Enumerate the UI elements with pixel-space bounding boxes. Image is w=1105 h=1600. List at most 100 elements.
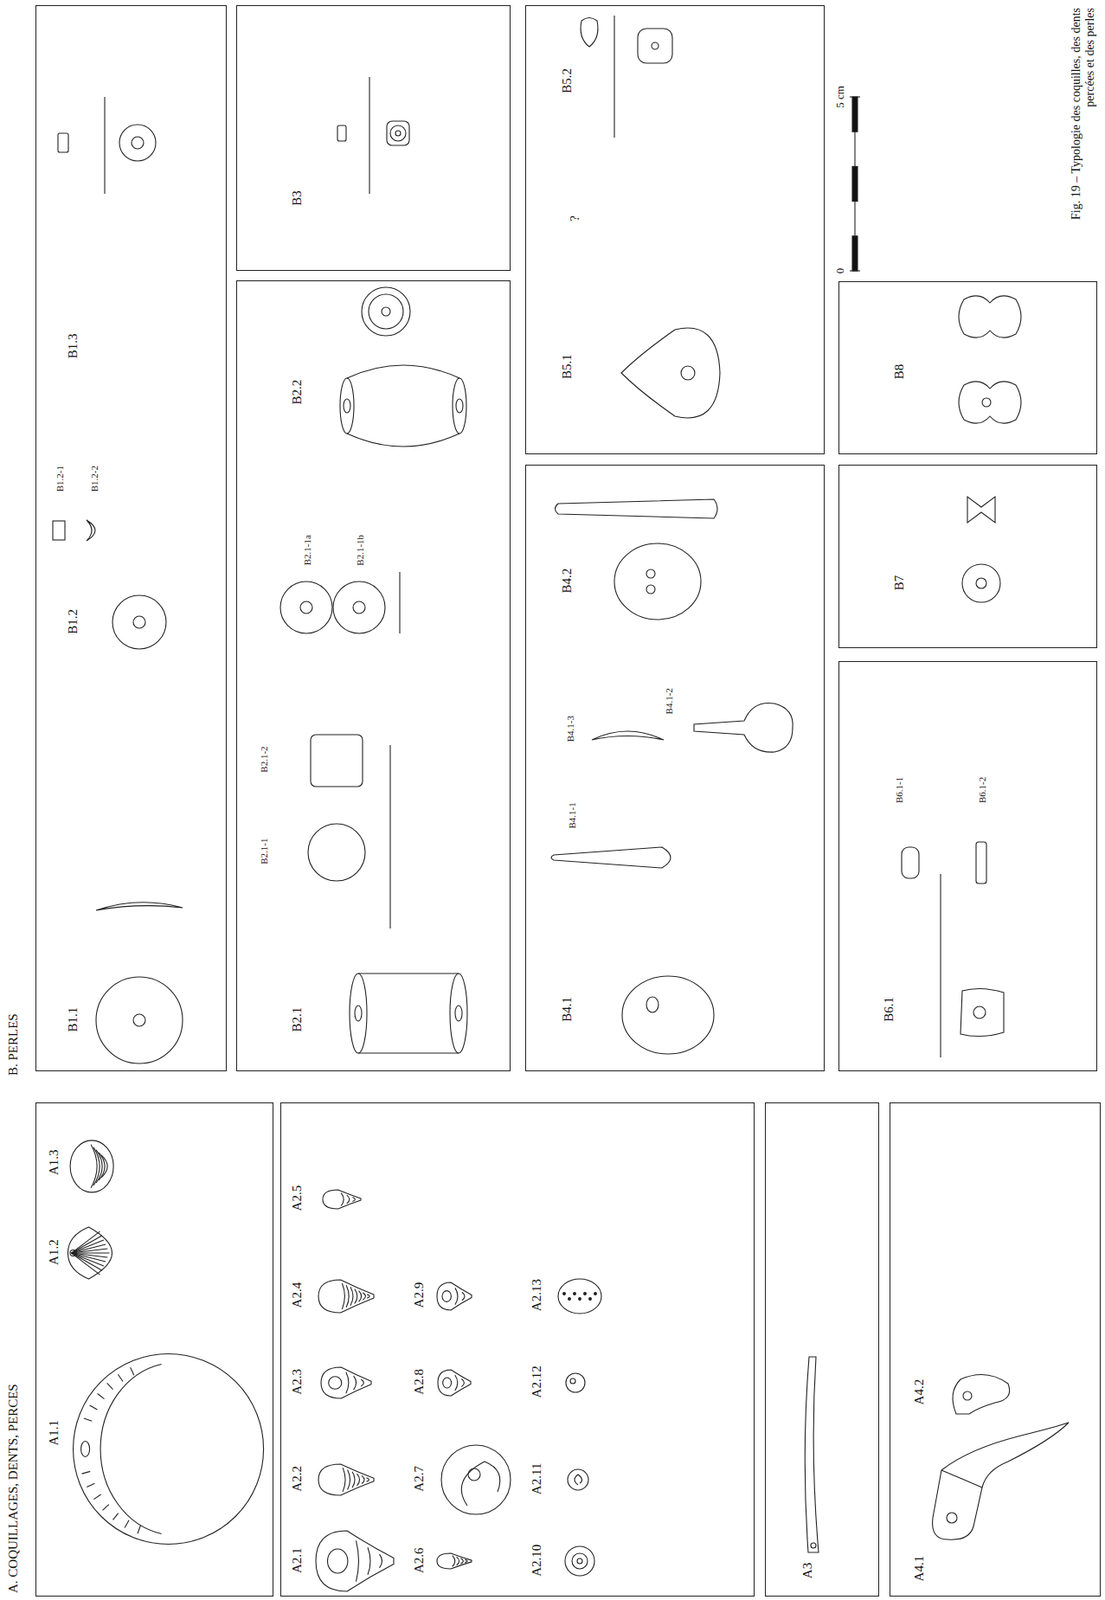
section-line [368,77,370,194]
type-label: A3 [800,1562,814,1579]
perforation [646,996,659,1013]
cowrie-tooth [573,1292,577,1296]
type-label: A2.2 [289,1465,303,1492]
type-label: B6.1 [881,996,895,1022]
section-line [389,745,391,929]
ring-shell-tooth [97,1393,105,1399]
cockle-rib [101,1155,108,1178]
scallop-rib [70,1252,108,1258]
bead-profile [901,847,919,879]
pendant-bead [614,543,701,620]
square-bead [386,121,410,146]
cylinder-bead-end [349,973,367,1054]
small-shell-whorl [455,1287,458,1305]
scale-bar-tick [849,96,861,97]
type-label: B4.1 [560,996,574,1022]
type-label: A2.3 [289,1368,303,1395]
cone-shell [322,1189,361,1209]
type-label: B2.1-1b [355,534,366,566]
scallop-rib [70,1239,103,1253]
small-shell [565,1373,585,1393]
scale-label: 5 cm [834,85,846,109]
perforation [353,601,366,614]
cone-shell-whorl [366,1477,370,1483]
section-line [103,96,105,194]
type-label: A2.8 [412,1368,426,1395]
perforation [680,366,695,380]
cone-shell-whorl [353,1375,357,1390]
disc-bead [333,581,386,634]
type-label: B6.1-2 [977,777,988,804]
trapezoid-bead [960,988,1004,1036]
type-label: B4.1-2 [664,687,675,714]
disc-bead [112,595,167,649]
cone-shell-whorl [346,1194,350,1204]
pendant-profile [693,702,793,752]
cylinder-bead-end [449,973,468,1054]
scallop-rib [70,1231,100,1253]
cone-shell [318,1464,374,1496]
cone-shell [436,1553,472,1569]
cowrie-tooth [589,1297,592,1301]
ring-shell-tooth [124,1520,129,1529]
barrel-bead-end [452,378,467,434]
cone-shell [321,1367,372,1399]
perforation [381,307,391,316]
type-label: B1.3 [65,334,79,360]
disc-bead [96,976,183,1064]
cone-shell-whorl [340,1193,344,1207]
cone-shell-whorl [352,1471,355,1489]
type-panel: B1.1B1.2B1.2-1B1.2-2B1.3 [35,5,227,1072]
type-label: A2.7 [412,1465,426,1492]
section-line [939,873,941,1058]
pendant-profile [551,847,671,868]
cone-shell-whorl [341,1283,345,1310]
small-tooth [952,1374,1010,1414]
canine-tooth [932,1422,1069,1540]
type-label: A1.1 [47,1419,61,1446]
cowrie-tooth [578,1297,582,1301]
perforation [646,584,656,594]
type-label: B3 [289,190,303,206]
type-label: A2.1 [289,1547,303,1574]
small-shell [437,1369,471,1396]
type-label: A2.13 [530,1278,544,1311]
type-panel: B2.1B2.1-1B2.1-2B2.1-1aB2.1-1bB2.2 [236,280,511,1072]
type-label: B2.1-1 [259,838,270,865]
cone-shell-whorl [456,1556,460,1566]
perforation [963,1391,972,1401]
cone-shell-whorl [347,1469,351,1490]
disc-bead [119,124,156,161]
canine-enamel-line [941,1470,983,1488]
drop-bead [637,28,673,64]
type-panel: B5.1?B5.2 [525,5,825,455]
cowrie-tooth [563,1292,566,1296]
ring-shell-tooth [113,1513,119,1521]
dumbbell-bead [958,295,1022,338]
scallop-rib [70,1252,102,1271]
cone-shell-whorl [361,1475,365,1484]
small-shell-whorl [462,1291,465,1301]
section-heading: A. COQUILLAGES, DENTS, PERCES [6,1383,20,1594]
whelk-shell-whorl [367,1547,371,1575]
perforation [973,1006,986,1019]
section-heading: B. PERLES [6,1013,20,1076]
whelk-shell-whorl [379,1554,383,1568]
perforation [946,1512,958,1523]
type-label: A2.6 [412,1547,426,1574]
perforation [70,1250,77,1257]
scale-bar-segment [852,96,858,132]
cone-shell-whorl [346,1372,349,1394]
type-label: B2.1-2 [259,745,270,772]
scale-bar-segment [852,236,858,271]
type-label: B1.2 [65,609,79,635]
perforation [577,1558,583,1564]
disc-shell-ring [571,1553,588,1569]
cone-shell-whorl [464,1559,468,1562]
ring-shell-tooth [117,1374,123,1382]
disc-bead-ring [368,294,404,329]
type-label: A2.11 [530,1463,544,1496]
type-label: A4.2 [912,1379,926,1406]
